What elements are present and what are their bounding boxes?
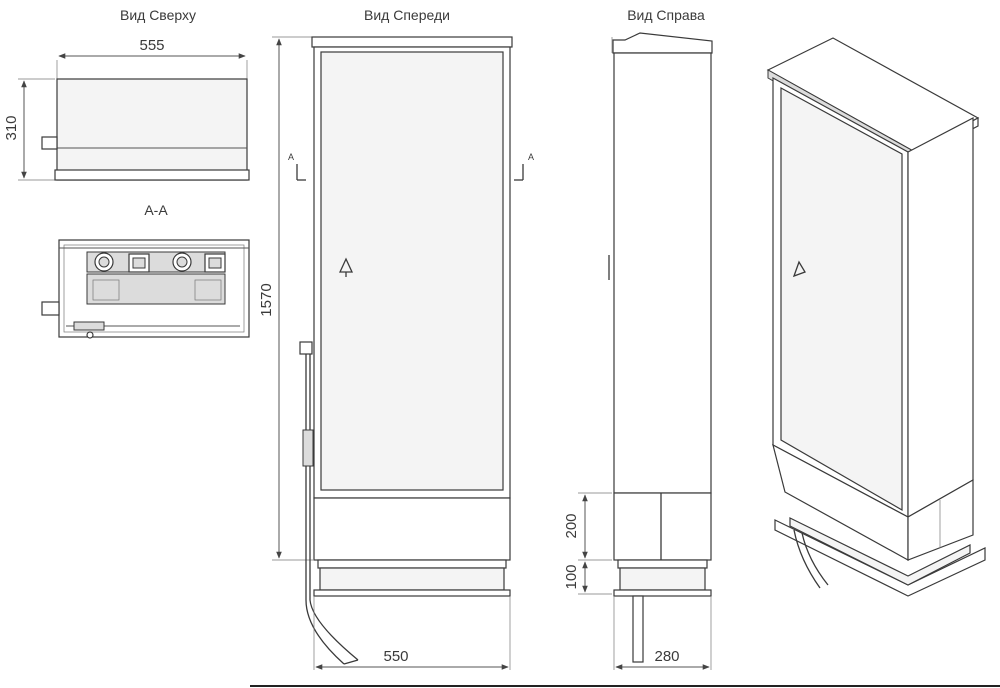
section-mark-left: А <box>288 152 294 162</box>
height-dimension: 1570 <box>258 283 275 316</box>
front-width-dimension: 550 <box>383 648 408 665</box>
section-a-a-view <box>41 239 250 339</box>
side-depth-dimension: 280 <box>654 648 679 665</box>
top-depth-dimension: 310 <box>3 115 20 140</box>
front-view: 1570 А А 550 <box>258 36 534 670</box>
right-view-title: Вид Справа <box>627 7 705 23</box>
base-100-dimension: 100 <box>563 564 580 589</box>
isometric-view <box>766 37 986 597</box>
front-view-title: Вид Спереди <box>364 7 450 23</box>
top-view-title: Вид Сверху <box>120 7 196 23</box>
base-200-dimension: 200 <box>563 513 580 538</box>
section-view-title: А-А <box>144 202 168 218</box>
top-view: 555 310 <box>3 37 250 181</box>
right-view: 200 100 280 <box>563 32 713 670</box>
section-mark-right: А <box>528 152 534 162</box>
top-width-dimension: 555 <box>139 37 164 54</box>
